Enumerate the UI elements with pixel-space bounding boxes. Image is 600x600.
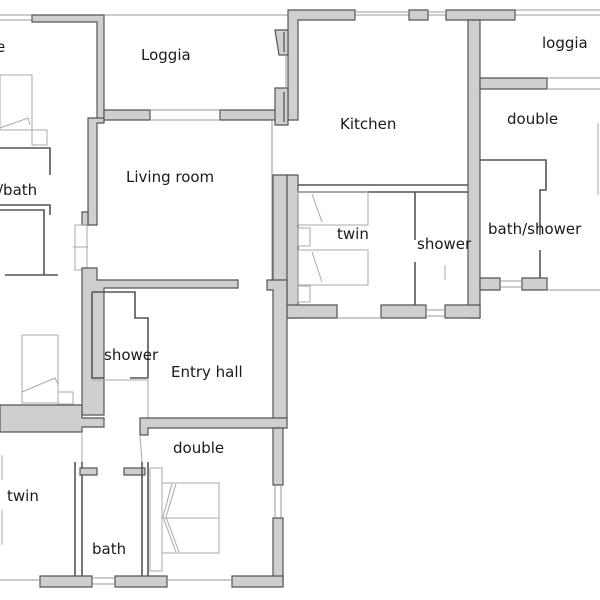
room-label-double-right: double [507,110,559,128]
room-label-double-bottom: double [173,439,225,457]
room-label-entry-hall: Entry hall [171,363,243,381]
room-label-shower-center: shower [417,235,472,253]
room-label-partial-bath-left: /bath [0,181,38,199]
room-label-bath-bottom: bath [92,540,127,558]
room-label-bath-shower-right: bath/shower [488,220,582,238]
room-label-kitchen: Kitchen [340,115,397,133]
wall-top-left [31,14,105,121]
room-label-loggia-right: loggia [542,34,588,52]
room-label-twin-bottom-left: twin [7,487,39,505]
room-label-twin-center: twin [337,225,369,243]
room-label-loggia-left: Loggia [141,46,191,64]
room-label-shower-left: shower [104,346,159,364]
room-label-living-room: Living room [126,168,215,186]
room-label-partial-top-left: e [0,38,6,56]
